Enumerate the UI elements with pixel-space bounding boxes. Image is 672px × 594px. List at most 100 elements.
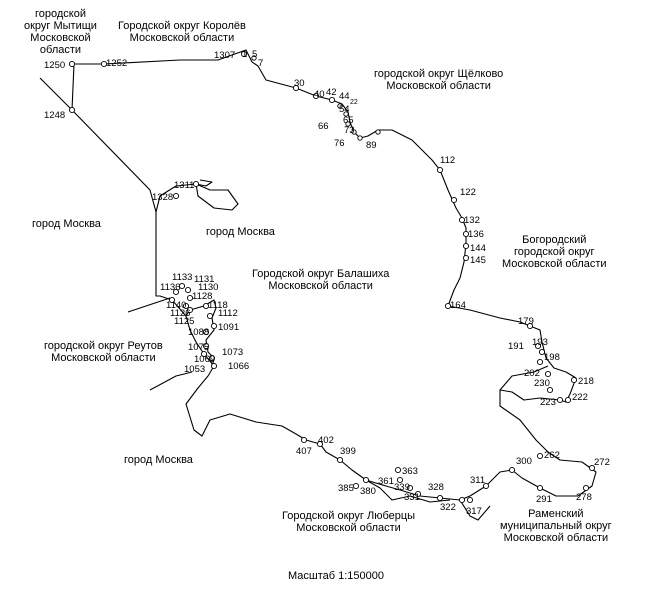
point-label: 361 [378,476,394,487]
point-marker [450,196,458,204]
region-label-lyubertsy: Городской округ Люберцы Московской облас… [282,510,415,534]
point-label: 300 [516,456,532,467]
point-marker [351,129,357,135]
region-label-line: городской округ Щёлково [374,68,504,80]
region-label-line: Московской области [268,280,373,292]
boundary-line [459,499,491,521]
point-label: 1128 [192,291,212,302]
point-label: 331 [404,492,420,503]
point-label: 402 [318,435,334,446]
region-label-line: город Москва [124,454,193,466]
region-label-line: Городской округ Люберцы [282,510,416,522]
point-marker [436,494,444,502]
point-label: 272 [594,457,610,468]
point-label: 132 [464,215,480,226]
point-marker [414,490,422,498]
point-label: 1118 [208,300,228,311]
point-marker [462,230,470,238]
point-marker [564,396,572,404]
point-marker [68,106,76,114]
point-label: 30 [294,78,305,89]
point-marker [375,129,381,135]
point-marker [556,396,564,404]
region-label-line: Городской округ Королёв [118,20,246,32]
point-label: 1328 [152,192,173,203]
point-label: 1125 [174,316,194,327]
point-marker [482,482,490,490]
point-label: 73 [344,125,355,136]
point-marker [186,306,194,314]
point-marker [466,496,474,504]
region-label-line: Раменский [528,508,584,520]
point-marker [462,254,470,262]
boundary-line [127,297,193,391]
point-marker [210,362,218,370]
point-marker [536,452,544,460]
point-marker [300,436,308,444]
point-label: 22 [350,99,358,106]
point-marker [588,464,596,472]
point-marker [536,358,544,366]
point-label: 42 [326,87,337,98]
region-label-line: городской округ [514,246,595,258]
boundary-line [365,479,451,503]
region-label-ramensky: Раменский муниципальный округ Московской… [500,508,612,544]
point-marker [312,92,320,100]
point-marker [186,294,194,302]
region-label-moscow-west: город Москва [32,218,101,230]
region-label-line: округ Мытищи [24,20,97,32]
point-label: 1248 [44,110,65,121]
boundary-line [39,77,157,213]
boundary-line [499,365,549,391]
point-marker [336,456,344,464]
point-label: 291 [536,494,552,505]
region-label-line: муниципальный округ [500,520,612,532]
point-marker [240,50,248,58]
point-marker [206,312,214,320]
point-label: 44 [339,91,350,102]
point-marker [192,180,200,188]
point-label: 1075 [188,342,209,353]
point-marker [444,302,452,310]
region-label-moscow-south: город Москва [124,454,193,466]
point-label: 1088 [188,327,209,338]
point-label: 144 [470,243,486,254]
point-marker [172,192,180,200]
point-label: 1130 [198,282,218,293]
point-label: 193 [532,337,548,348]
point-marker [200,350,208,358]
region-label-line: Городской округ Балашиха [252,268,390,280]
point-marker [328,96,336,104]
point-label: 1250 [44,60,65,71]
region-label-line: городской [34,8,86,20]
point-marker [182,302,190,310]
point-label: 164 [450,300,466,311]
point-marker [202,342,210,350]
point-label: 1311 [174,180,194,191]
point-label: 179 [518,316,534,327]
point-marker [202,328,210,336]
point-label: 1069 [194,354,215,365]
point-label: 1133 [172,272,192,283]
point-marker [251,55,257,61]
point-label: 223 [540,397,556,408]
point-label: 363 [402,466,418,477]
point-label: 191 [508,341,524,352]
point-label: 1053 [184,364,205,375]
point-marker [396,476,404,484]
point-marker [357,135,363,141]
point-label: 399 [340,446,356,457]
region-label-korolev: Городской округ Королёв Московской облас… [118,20,246,44]
point-marker [362,476,370,484]
point-marker [546,386,554,394]
point-label: 66 [318,121,329,132]
point-marker [538,348,546,356]
region-label-reutov: городской округ Реутов Московской област… [44,340,163,364]
point-label: 278 [576,492,592,503]
point-label: 5 [252,49,257,60]
region-label-shchelkovo: городской округ Щёлково Московской облас… [374,68,503,92]
region-label-line: Московской области [129,32,235,44]
point-marker [536,484,544,492]
point-label: 339 [394,482,410,493]
point-marker [168,296,176,304]
